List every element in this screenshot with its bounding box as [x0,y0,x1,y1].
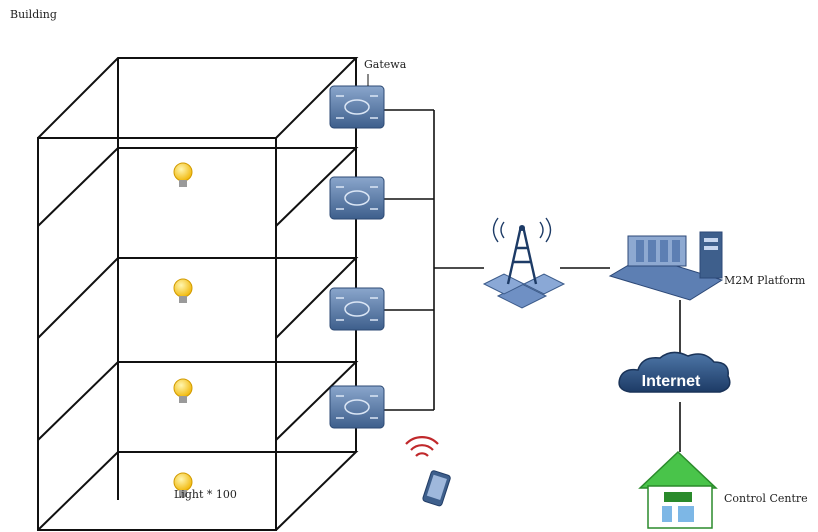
gateway-icon [329,385,385,429]
bulb-icon [173,378,193,403]
cell-tower-icon [482,217,566,309]
gateway-icon [329,287,385,331]
building-wireframe [37,57,359,531]
house-icon [638,450,718,529]
bulb-icon [173,278,193,303]
gateway-label: Gatewa [364,58,407,71]
gateway-icon [329,85,385,129]
building-label: Building [10,8,57,21]
internet-cloud-icon: Internet [618,351,731,393]
floor-slab [37,451,359,531]
bulb-icon [173,472,193,497]
floor-slab [37,257,359,339]
internet-label: Internet [642,373,701,390]
m2m-platform-icon [608,231,724,301]
floor-slab [37,147,359,227]
gateway-wiring [384,109,681,452]
light-label: Light * 100 [174,488,237,501]
signal-waves-icon [405,436,439,457]
bulb-icon [173,162,193,187]
m2m-platform-label: M2M Platform [724,274,806,287]
floor-slab [37,361,359,441]
gateway-icon [329,176,385,220]
phone-icon [422,470,451,507]
control-centre-label: Control Centre [724,492,808,505]
